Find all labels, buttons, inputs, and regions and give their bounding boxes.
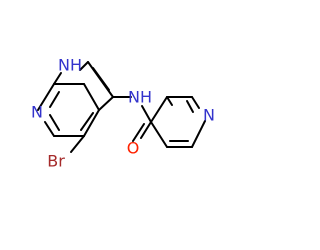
bond (141, 105, 152, 123)
bond (191, 96, 200, 109)
oxygen-label: O (127, 139, 140, 158)
bond (79, 61, 89, 71)
nh-amide-label: NH (128, 88, 152, 107)
bond (98, 96, 114, 111)
bond (49, 91, 60, 108)
bond (150, 121, 168, 148)
bond (49, 114, 60, 131)
pyridine-n-left-label: N (31, 103, 43, 122)
bond (150, 96, 168, 123)
bond (80, 112, 94, 131)
bond (83, 109, 100, 137)
bond (70, 135, 85, 153)
bond (166, 96, 173, 106)
bond (191, 120, 206, 148)
bond (44, 121, 55, 137)
bromine-label: Br (47, 152, 65, 171)
molecule-diagram: NH N Br NH O N (31, 56, 215, 171)
bond (37, 83, 55, 111)
bond (92, 67, 110, 91)
pyridine-n-right-label: N (203, 106, 215, 125)
nh-ring-label: NH (58, 56, 82, 75)
structure-canvas: NH N Br NH O N (31, 56, 215, 171)
bond (53, 72, 62, 85)
bond (132, 123, 145, 142)
bond (186, 100, 194, 113)
bond (83, 83, 100, 111)
bond (140, 121, 152, 139)
